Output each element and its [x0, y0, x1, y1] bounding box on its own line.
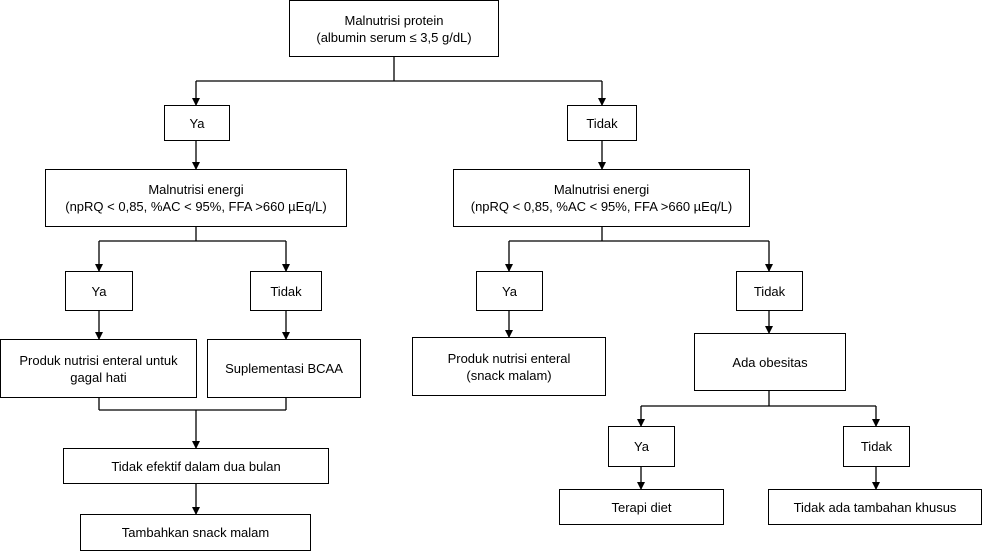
right-energy-no-label: Tidak: [753, 283, 786, 299]
obesity-box: Ada obesitas: [694, 333, 846, 391]
left-energy-criteria: (npRQ < 0,85, %AC < 95%, FFA >660 µEq/L): [65, 199, 327, 214]
night-snack-label: Tambahkan snack malam: [121, 525, 270, 540]
obesity-yes-label: Ya: [634, 439, 649, 454]
enteral-night-line2: (snack malam): [466, 367, 552, 383]
left-energy-no-label: Tidak: [270, 283, 302, 299]
right-no-box: Tidak: [567, 105, 637, 141]
obesity-label: Ada obesitas: [732, 354, 808, 370]
obesity-no-label: Tidak: [860, 439, 893, 454]
right-energy-no-box: Tidak: [736, 271, 803, 311]
left-energy-no-box: Tidak: [250, 271, 322, 311]
protein-malnutrition-box: Malnutrisi protein (albumin serum ≤ 3,5 …: [289, 0, 499, 57]
right-energy-yes-label: Ya: [502, 283, 517, 299]
enteral-liver-line1: Produk nutrisi enteral untuk: [19, 352, 178, 368]
bcaa-label: Suplementasi BCAA: [225, 361, 343, 376]
enteral-night-line1: Produk nutrisi enteral: [447, 350, 571, 366]
left-energy-yes-box: Ya: [65, 271, 133, 311]
ineffective-label: Tidak efektif dalam dua bulan: [111, 458, 281, 474]
right-energy-title: Malnutrisi energi: [553, 182, 650, 197]
right-energy-yes-box: Ya: [476, 271, 543, 311]
enteral-liver-box: Produk nutrisi enteral untuk gagal hati: [0, 339, 197, 398]
right-energy-criteria: (npRQ < 0,85, %AC < 95%, FFA >660 µEq/L): [470, 199, 733, 214]
right-no-label: Tidak: [586, 115, 618, 131]
night-snack-box: Tambahkan snack malam: [80, 514, 311, 551]
obesity-no-box: Tidak: [843, 426, 910, 467]
diet-therapy-label: Terapi diet: [611, 499, 672, 515]
left-energy-malnutrition-box: Malnutrisi energi (npRQ < 0,85, %AC < 95…: [45, 169, 347, 227]
left-energy-yes-label: Ya: [91, 283, 107, 299]
left-yes-label: Ya: [189, 115, 205, 131]
protein-malnutrition-criteria: (albumin serum ≤ 3,5 g/dL): [316, 29, 472, 45]
bcaa-box: Suplementasi BCAA: [207, 339, 361, 398]
no-special-addition-box: Tidak ada tambahan khusus: [768, 489, 982, 525]
left-yes-box: Ya: [164, 105, 230, 141]
protein-malnutrition-title: Malnutrisi protein: [344, 12, 444, 28]
right-energy-malnutrition-box: Malnutrisi energi (npRQ < 0,85, %AC < 95…: [453, 169, 750, 227]
left-energy-title: Malnutrisi energi: [148, 182, 244, 197]
no-special-addition-label: Tidak ada tambahan khusus: [793, 499, 957, 515]
enteral-night-snack-box: Produk nutrisi enteral (snack malam): [412, 337, 606, 396]
obesity-yes-box: Ya: [608, 426, 675, 467]
ineffective-box: Tidak efektif dalam dua bulan: [63, 448, 329, 484]
enteral-liver-line2: gagal hati: [70, 369, 127, 385]
diet-therapy-box: Terapi diet: [559, 489, 724, 525]
